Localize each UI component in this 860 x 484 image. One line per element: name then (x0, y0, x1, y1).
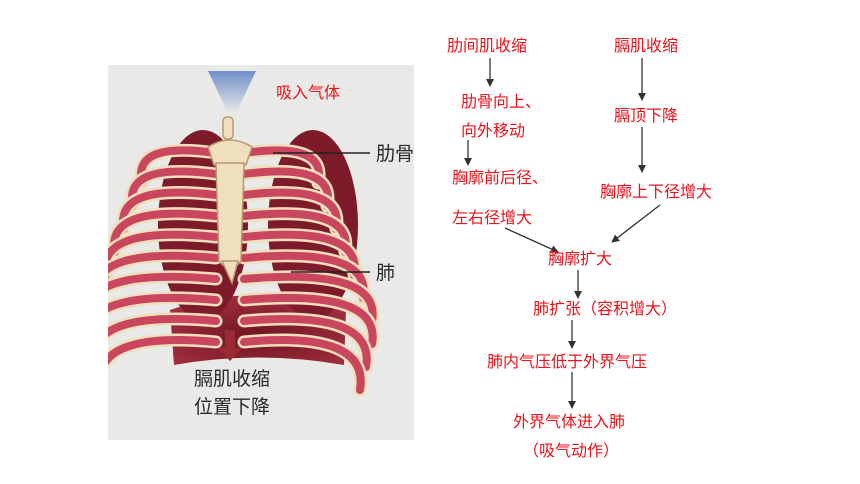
flow-diaphragm-dome-down: 膈顶下降 (614, 106, 679, 125)
rib-muscle (240, 293, 377, 348)
flow-front-back-diameter: 胸廓前后径、 (452, 168, 549, 187)
flow-intercostal-contract: 肋间肌收缩 (447, 36, 528, 55)
rib-muscle (240, 336, 365, 394)
rib-muscle (240, 272, 377, 325)
ribcage-drawing (108, 71, 380, 397)
rib-muscle (108, 336, 220, 366)
arrow-merge-right (611, 204, 661, 243)
lung-label: 肺 (376, 262, 396, 284)
rib-muscle (108, 315, 220, 338)
flow-chest-expand: 胸廓扩大 (548, 249, 613, 268)
down-arrow-icon (218, 330, 242, 361)
flow-lung-expand: 肺扩张（容积增大） (533, 299, 678, 318)
inhale-label: 吸入气体 (276, 83, 341, 102)
ribcage-illustration: 吸入气体 肋骨 肺 膈肌收缩 位置下降 (108, 65, 414, 440)
diaphragm-caption-line1: 膈肌收缩 (194, 368, 271, 390)
flow-pressure-lower: 肺内气压低于外界气压 (487, 352, 648, 371)
flow-air-enters: 外界气体进入肺 (513, 412, 626, 431)
flow-ribs-up: 肋骨向上、 (461, 92, 542, 111)
rib-muscle (108, 293, 220, 313)
flow-diaphragm-contract: 膈肌收缩 (614, 36, 679, 55)
diaphragm-caption-line2: 位置下降 (194, 396, 271, 418)
flow-inhale-action: （吸气动作） (523, 441, 620, 460)
rib-label: 肋骨 (376, 143, 415, 165)
rib-muscle (108, 230, 220, 279)
rib-muscle (108, 251, 220, 275)
flow-vertical-diameter: 胸廓上下径增大 (600, 182, 713, 201)
ribs-group (108, 143, 380, 397)
sternum (207, 116, 253, 286)
flow-left-right-diameter: 左右径增大 (452, 208, 533, 227)
arrow-merge-left (504, 227, 559, 253)
air-inflow-icon (208, 71, 256, 113)
rib-muscle (108, 272, 220, 291)
flow-ribs-out: 向外移动 (461, 121, 526, 140)
rib-muscle (240, 315, 371, 371)
